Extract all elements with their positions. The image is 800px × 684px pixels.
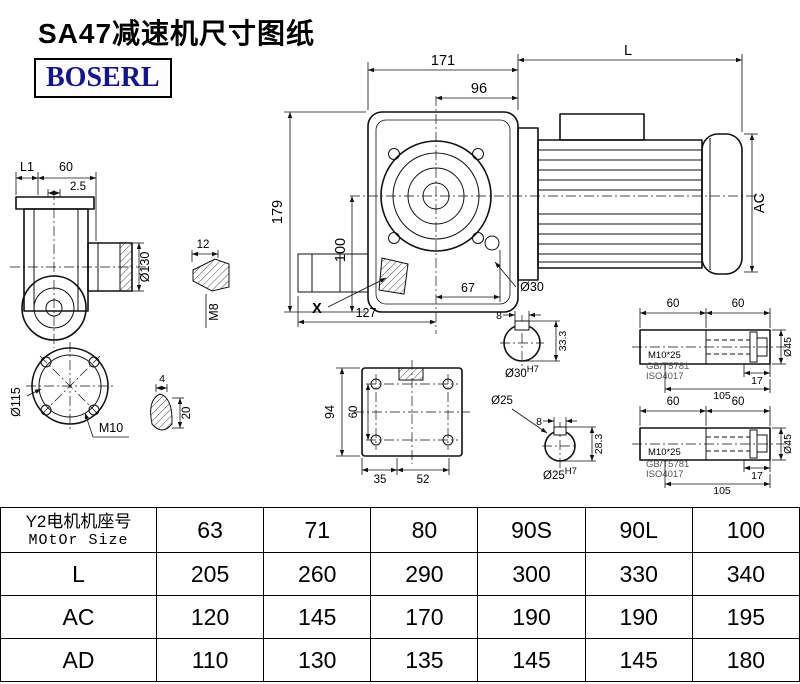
table-cell: 205 xyxy=(155,552,265,596)
front-view: 171 L 96 179 100 AC 67 Ø30 127 X xyxy=(270,43,768,334)
dim-35: 35 xyxy=(374,474,387,486)
row-label-cell: L xyxy=(0,552,157,596)
bottom-view: 94 60 35 52 xyxy=(323,360,470,486)
label-d25: Ø25 xyxy=(491,395,513,407)
dim-52: 52 xyxy=(417,474,430,486)
shaft-section-b: Ø25 8 28.3 Ø25H7 xyxy=(491,395,605,482)
dim-105-a: 105 xyxy=(713,390,731,402)
row-label-cell: AD xyxy=(0,638,157,682)
key-detail-b: 4 20 xyxy=(150,373,193,431)
dim-60-b2: 60 xyxy=(732,396,745,408)
dim-20: 20 xyxy=(181,407,193,420)
table-cell: 190 xyxy=(477,595,586,639)
dim-100: 100 xyxy=(333,238,349,262)
dim-60-a2: 60 xyxy=(732,298,745,310)
flange-view: Ø115 M10 xyxy=(9,342,129,438)
dim-d45-a: Ø45 xyxy=(782,337,794,357)
label-M10: M10 xyxy=(99,421,123,435)
dim-d115: Ø115 xyxy=(9,387,23,417)
dim-60-b1: 60 xyxy=(667,396,680,408)
std1-b: GB/T5781 xyxy=(646,459,689,470)
dim-171: 171 xyxy=(431,53,455,69)
table-cell: 340 xyxy=(691,552,800,596)
table-cell: 100 xyxy=(691,507,800,553)
table-cell: 80 xyxy=(370,507,479,553)
table-cell: 180 xyxy=(691,638,800,682)
table-cell: 110 xyxy=(155,638,265,682)
dim-d130: Ø130 xyxy=(138,252,152,283)
bolt-label-a: M10*25 xyxy=(648,350,681,361)
table-row-L: L 205 260 290 300 330 340 xyxy=(0,552,800,596)
table-row-AC: AC 120 145 170 190 190 195 xyxy=(0,595,800,639)
table-row-AD: AD 110 130 135 145 145 180 xyxy=(0,638,800,682)
x-mark: X xyxy=(312,301,322,317)
dim-60-bottom: 60 xyxy=(348,406,360,419)
dim-d45-b: Ø45 xyxy=(782,434,794,454)
dim-127: 127 xyxy=(356,306,377,320)
dim-L1: L1 xyxy=(20,160,34,174)
dimension-drawing: 171 L 96 179 100 AC 67 Ø30 127 X xyxy=(9,43,794,497)
shaft-side-a: 60 60 M10*25 GB/T5781 ISO4017 17 105 Ø45 xyxy=(632,298,794,402)
bore-label-b: Ø25H7 xyxy=(543,466,577,482)
dim-8-b: 8 xyxy=(536,416,542,428)
dim-96: 96 xyxy=(471,81,487,97)
motor-size-label-cn: Y2电机机座号 xyxy=(25,511,132,531)
dim-L: L xyxy=(624,43,632,59)
table-cell: 190 xyxy=(584,595,693,639)
table-cell: 195 xyxy=(691,595,800,639)
dim-28-3: 28.3 xyxy=(593,434,605,455)
page-title: SA47减速机尺寸图纸 xyxy=(38,18,316,49)
bolt-label-b: M10*25 xyxy=(648,447,681,458)
table-cell: 90L xyxy=(584,507,693,553)
table-cell: 300 xyxy=(477,552,586,596)
table-cell: 330 xyxy=(584,552,693,596)
dim-67: 67 xyxy=(461,281,475,295)
side-view: L1 60 2.5 Ø130 xyxy=(10,160,152,348)
shaft-section-a: 8 33.3 Ø30H7 xyxy=(496,310,569,380)
label-M8: M8 xyxy=(207,303,221,320)
table-cell: 71 xyxy=(263,507,372,553)
table-cell: 90S xyxy=(477,507,586,553)
table-cell: 290 xyxy=(370,552,479,596)
table-cell: 145 xyxy=(263,595,372,639)
dim-60-side: 60 xyxy=(59,160,73,174)
dimension-table: Y2电机机座号 MOtOr Size 63 71 80 90S 90L 100 … xyxy=(0,507,800,682)
dim-60-a1: 60 xyxy=(667,298,680,310)
shaft-side-b: 60 60 M10*25 GB/T5781 ISO4017 17 105 Ø45 xyxy=(632,396,794,497)
table-cell: 145 xyxy=(477,638,586,682)
table-cell: 170 xyxy=(370,595,479,639)
table-cell: 130 xyxy=(263,638,372,682)
label-d30: Ø30 xyxy=(520,280,544,294)
row-label-cell: AC xyxy=(0,595,157,639)
dim-17-a: 17 xyxy=(751,375,763,387)
dim-17-b: 17 xyxy=(751,470,763,482)
table-cell: 260 xyxy=(263,552,372,596)
dim-2-5: 2.5 xyxy=(70,181,86,193)
table-cell: 63 xyxy=(155,507,265,553)
dim-179: 179 xyxy=(270,200,286,224)
dim-94: 94 xyxy=(323,405,337,419)
motor-size-label-en: MOtOr Size xyxy=(28,531,129,549)
dim-4: 4 xyxy=(159,373,165,385)
bore-label-a: Ø30H7 xyxy=(505,364,539,380)
motor-size-header-cell: Y2电机机座号 MOtOr Size xyxy=(0,507,157,553)
dim-8-a: 8 xyxy=(496,310,502,322)
key-detail-a: 12 M8 xyxy=(191,239,230,328)
table-cell: 120 xyxy=(155,595,265,639)
dim-AC: AC xyxy=(752,193,768,213)
std1-a: GB/T5781 xyxy=(646,361,689,372)
dim-12: 12 xyxy=(197,239,210,251)
dim-33-3: 33.3 xyxy=(557,331,569,352)
table-cell: 135 xyxy=(370,638,479,682)
table-cell: 145 xyxy=(584,638,693,682)
dim-105-b: 105 xyxy=(713,485,731,497)
brand-logo: BOSERL xyxy=(34,58,172,98)
table-row-motor-size: Y2电机机座号 MOtOr Size 63 71 80 90S 90L 100 xyxy=(0,507,800,553)
